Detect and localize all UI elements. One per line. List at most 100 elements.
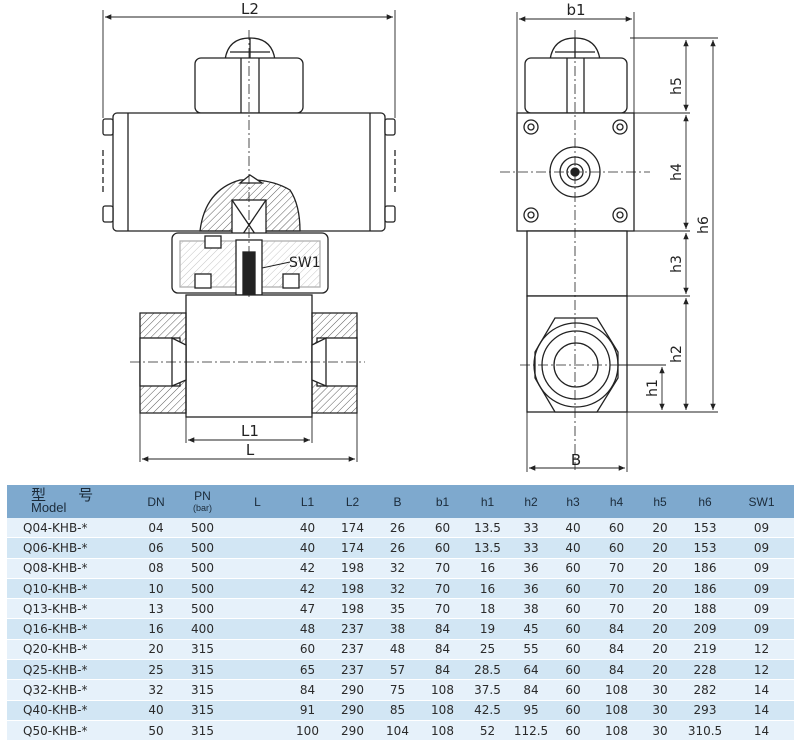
cell-h4: 84 [594, 639, 639, 661]
cell-h5: 20 [639, 659, 681, 681]
cell-l [230, 618, 285, 640]
cell-h2: 55 [510, 639, 552, 661]
cell-h3: 40 [552, 537, 594, 559]
cell-l [230, 558, 285, 579]
cell-dn: 16 [137, 618, 175, 640]
cell-h4: 70 [594, 578, 639, 600]
cell-h1: 42.5 [465, 700, 510, 721]
cell-l1: 42 [285, 578, 330, 600]
cell-l [230, 659, 285, 681]
cell-dn: 08 [137, 558, 175, 579]
cell-model: Q10-KHB-* [7, 578, 137, 600]
cell-h1: 13.5 [465, 518, 510, 539]
cell-h6: 282 [681, 679, 729, 701]
cell-h6: 153 [681, 537, 729, 559]
cell-l [230, 578, 285, 600]
header-b1: b1 [420, 485, 465, 518]
cell-b: 38 [375, 618, 420, 640]
side-view [500, 30, 650, 470]
cell-b1: 70 [420, 578, 465, 600]
cell-h6: 293 [681, 700, 729, 721]
cell-h4: 108 [594, 679, 639, 701]
cell-l1: 60 [285, 639, 330, 661]
header-h4: h4 [594, 485, 639, 518]
cell-h1: 13.5 [465, 537, 510, 559]
cell-l [230, 700, 285, 721]
cell-b1: 84 [420, 618, 465, 640]
cell-h6: 219 [681, 639, 729, 661]
cell-h3: 60 [552, 639, 594, 661]
cell-b1: 84 [420, 639, 465, 661]
cell-dn: 25 [137, 659, 175, 681]
dim-label-h1: h1 [645, 379, 661, 397]
cell-l2: 290 [330, 700, 375, 721]
cell-h6: 186 [681, 578, 729, 600]
cell-b1: 108 [420, 700, 465, 721]
cell-sw1: 09 [729, 618, 794, 640]
dim-label-l2: L2 [241, 0, 259, 18]
cell-h5: 20 [639, 578, 681, 600]
cell-dn: 32 [137, 679, 175, 701]
cell-h2: 33 [510, 537, 552, 559]
cell-l1: 91 [285, 700, 330, 721]
cell-b: 32 [375, 578, 420, 600]
cell-h4: 70 [594, 598, 639, 620]
cell-dn: 40 [137, 700, 175, 721]
cell-l [230, 598, 285, 620]
cell-model: Q04-KHB-* [7, 518, 137, 539]
cell-h1: 19 [465, 618, 510, 640]
side-bracket [526, 230, 628, 297]
cell-b: 85 [375, 700, 420, 721]
header-pn-unit: (bar) [192, 502, 212, 513]
cell-h1: 37.5 [465, 679, 510, 701]
cell-h3: 60 [552, 700, 594, 721]
dim-label-h4: h4 [669, 163, 685, 181]
cell-b: 32 [375, 558, 420, 579]
header-sw1: SW1 [729, 485, 794, 518]
cell-dn: 20 [137, 639, 175, 661]
cell-sw1: 12 [729, 639, 794, 661]
cell-h4: 108 [594, 700, 639, 721]
cell-h3: 40 [552, 518, 594, 539]
cell-l1: 40 [285, 537, 330, 559]
header-b: B [375, 485, 420, 518]
header-model-en: Model [31, 499, 67, 515]
cell-l2: 198 [330, 558, 375, 579]
header-l2: L2 [330, 485, 375, 518]
cell-dn: 06 [137, 537, 175, 559]
cell-h6: 153 [681, 518, 729, 539]
cell-l1: 84 [285, 679, 330, 701]
cell-l [230, 639, 285, 661]
cell-model: Q32-KHB-* [7, 679, 137, 701]
cell-h2: 64 [510, 659, 552, 681]
cell-h6: 209 [681, 618, 729, 640]
cell-b1: 108 [420, 679, 465, 701]
cell-l [230, 537, 285, 559]
cell-l2: 237 [330, 618, 375, 640]
cell-l2: 237 [330, 659, 375, 681]
cell-pn: 500 [175, 578, 230, 600]
cell-sw1: 09 [729, 598, 794, 620]
header-h1: h1 [465, 485, 510, 518]
cell-dn: 10 [137, 578, 175, 600]
cell-b: 35 [375, 598, 420, 620]
cell-pn: 500 [175, 598, 230, 620]
header-l1: L1 [285, 485, 330, 518]
dim-label-h5: h5 [669, 77, 685, 95]
cell-sw1: 09 [729, 558, 794, 579]
cell-h3: 60 [552, 679, 594, 701]
dim-label-h2: h2 [669, 345, 685, 363]
cell-dn: 04 [137, 518, 175, 539]
cell-pn: 500 [175, 518, 230, 539]
cell-b1: 84 [420, 659, 465, 681]
cell-h2: 84 [510, 679, 552, 701]
cell-h5: 30 [639, 679, 681, 701]
cell-dn: 13 [137, 598, 175, 620]
cell-b1: 60 [420, 537, 465, 559]
cell-pn: 400 [175, 618, 230, 640]
cell-l1: 65 [285, 659, 330, 681]
cell-h2: 38 [510, 598, 552, 620]
cell-h2: 36 [510, 578, 552, 600]
